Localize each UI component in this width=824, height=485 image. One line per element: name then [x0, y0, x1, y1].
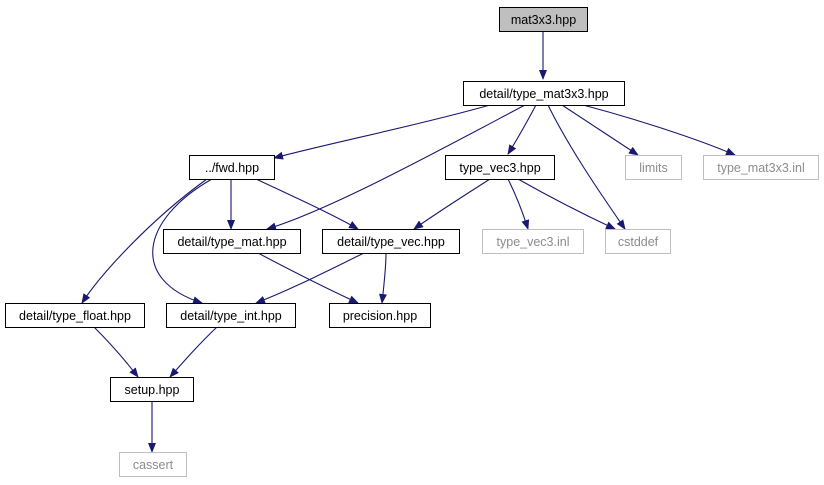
edge-type_float-to-setup — [93, 326, 139, 378]
node-cassert: cassert — [119, 452, 187, 477]
node-label: limits — [639, 161, 667, 175]
node-label: cstddef — [618, 235, 659, 249]
node-type_vec3_inl: type_vec3.inl — [482, 229, 584, 254]
node-box — [119, 452, 187, 477]
node-type_float[interactable]: detail/type_float.hpp — [5, 303, 145, 328]
node-mat3x3[interactable]: mat3x3.hpp — [499, 7, 588, 32]
node-type_mat[interactable]: detail/type_mat.hpp — [163, 229, 301, 254]
edge-fwd-to-type_float — [81, 178, 208, 304]
node-type_mat3x3[interactable]: detail/type_mat3x3.hpp — [463, 81, 625, 106]
edge-fwd-to-type_int — [152, 178, 213, 305]
edge-type_int-to-setup — [169, 326, 218, 378]
edge-type_vec3-to-type_vec — [413, 178, 491, 230]
node-box — [625, 155, 682, 180]
node-box — [166, 303, 296, 328]
node-box — [482, 229, 584, 254]
edge-type_vec3-to-type_vec3_inl — [507, 178, 530, 230]
node-box — [703, 155, 819, 180]
node-box — [329, 303, 431, 328]
node-box — [110, 377, 194, 402]
edge-type_mat3x3-to-limits — [561, 104, 639, 156]
node-setup[interactable]: setup.hpp — [110, 377, 194, 402]
node-box — [189, 155, 275, 180]
node-box — [605, 229, 671, 254]
node-label: detail/type_mat3x3.hpp — [479, 87, 608, 101]
node-box — [322, 229, 460, 254]
node-box — [463, 81, 625, 106]
node-type_mat3x3_inl: type_mat3x3.inl — [703, 155, 819, 180]
node-type_vec3[interactable]: type_vec3.hpp — [445, 155, 555, 180]
edge-fwd-to-type_vec — [255, 178, 359, 230]
node-label: type_mat3x3.inl — [717, 161, 805, 175]
edge-type_mat3x3-to-cstddef — [547, 104, 626, 230]
node-label: detail/type_mat.hpp — [177, 235, 286, 249]
edge-type_mat3x3-to-type_vec3 — [507, 104, 537, 155]
edge-type_vec3-to-cstddef — [517, 178, 616, 230]
node-label: cassert — [133, 458, 174, 472]
node-label: detail/type_int.hpp — [180, 309, 282, 323]
edge-type_vec-to-precision — [379, 252, 387, 304]
node-box — [163, 229, 301, 254]
node-label: detail/type_vec.hpp — [337, 235, 445, 249]
node-type_int[interactable]: detail/type_int.hpp — [166, 303, 296, 328]
edge-type_mat3x3-to-type_mat — [266, 104, 526, 231]
edge-type_mat3x3-to-type_mat3x3_inl — [582, 104, 736, 156]
edge-type_vec-to-type_int — [255, 252, 365, 304]
edges-layer — [81, 30, 736, 453]
node-label: detail/type_float.hpp — [19, 309, 131, 323]
node-label: mat3x3.hpp — [511, 13, 576, 27]
node-box — [5, 303, 145, 328]
node-label: setup.hpp — [125, 383, 180, 397]
node-cstddef: cstddef — [605, 229, 671, 254]
node-limits: limits — [625, 155, 682, 180]
node-label: ../fwd.hpp — [205, 161, 259, 175]
nodes-layer: mat3x3.hpp detail/type_mat3x3.hpp ../fwd.h… — [5, 7, 819, 477]
node-precision[interactable]: precision.hpp — [329, 303, 431, 328]
node-label: type_vec3.inl — [497, 235, 570, 249]
node-label: type_vec3.hpp — [459, 161, 540, 175]
edge-type_mat3x3-to-fwd — [273, 104, 491, 160]
node-label: precision.hpp — [343, 309, 417, 323]
node-type_vec[interactable]: detail/type_vec.hpp — [322, 229, 460, 254]
node-box — [499, 7, 588, 32]
node-box — [445, 155, 555, 180]
node-fwd[interactable]: ../fwd.hpp — [189, 155, 275, 180]
